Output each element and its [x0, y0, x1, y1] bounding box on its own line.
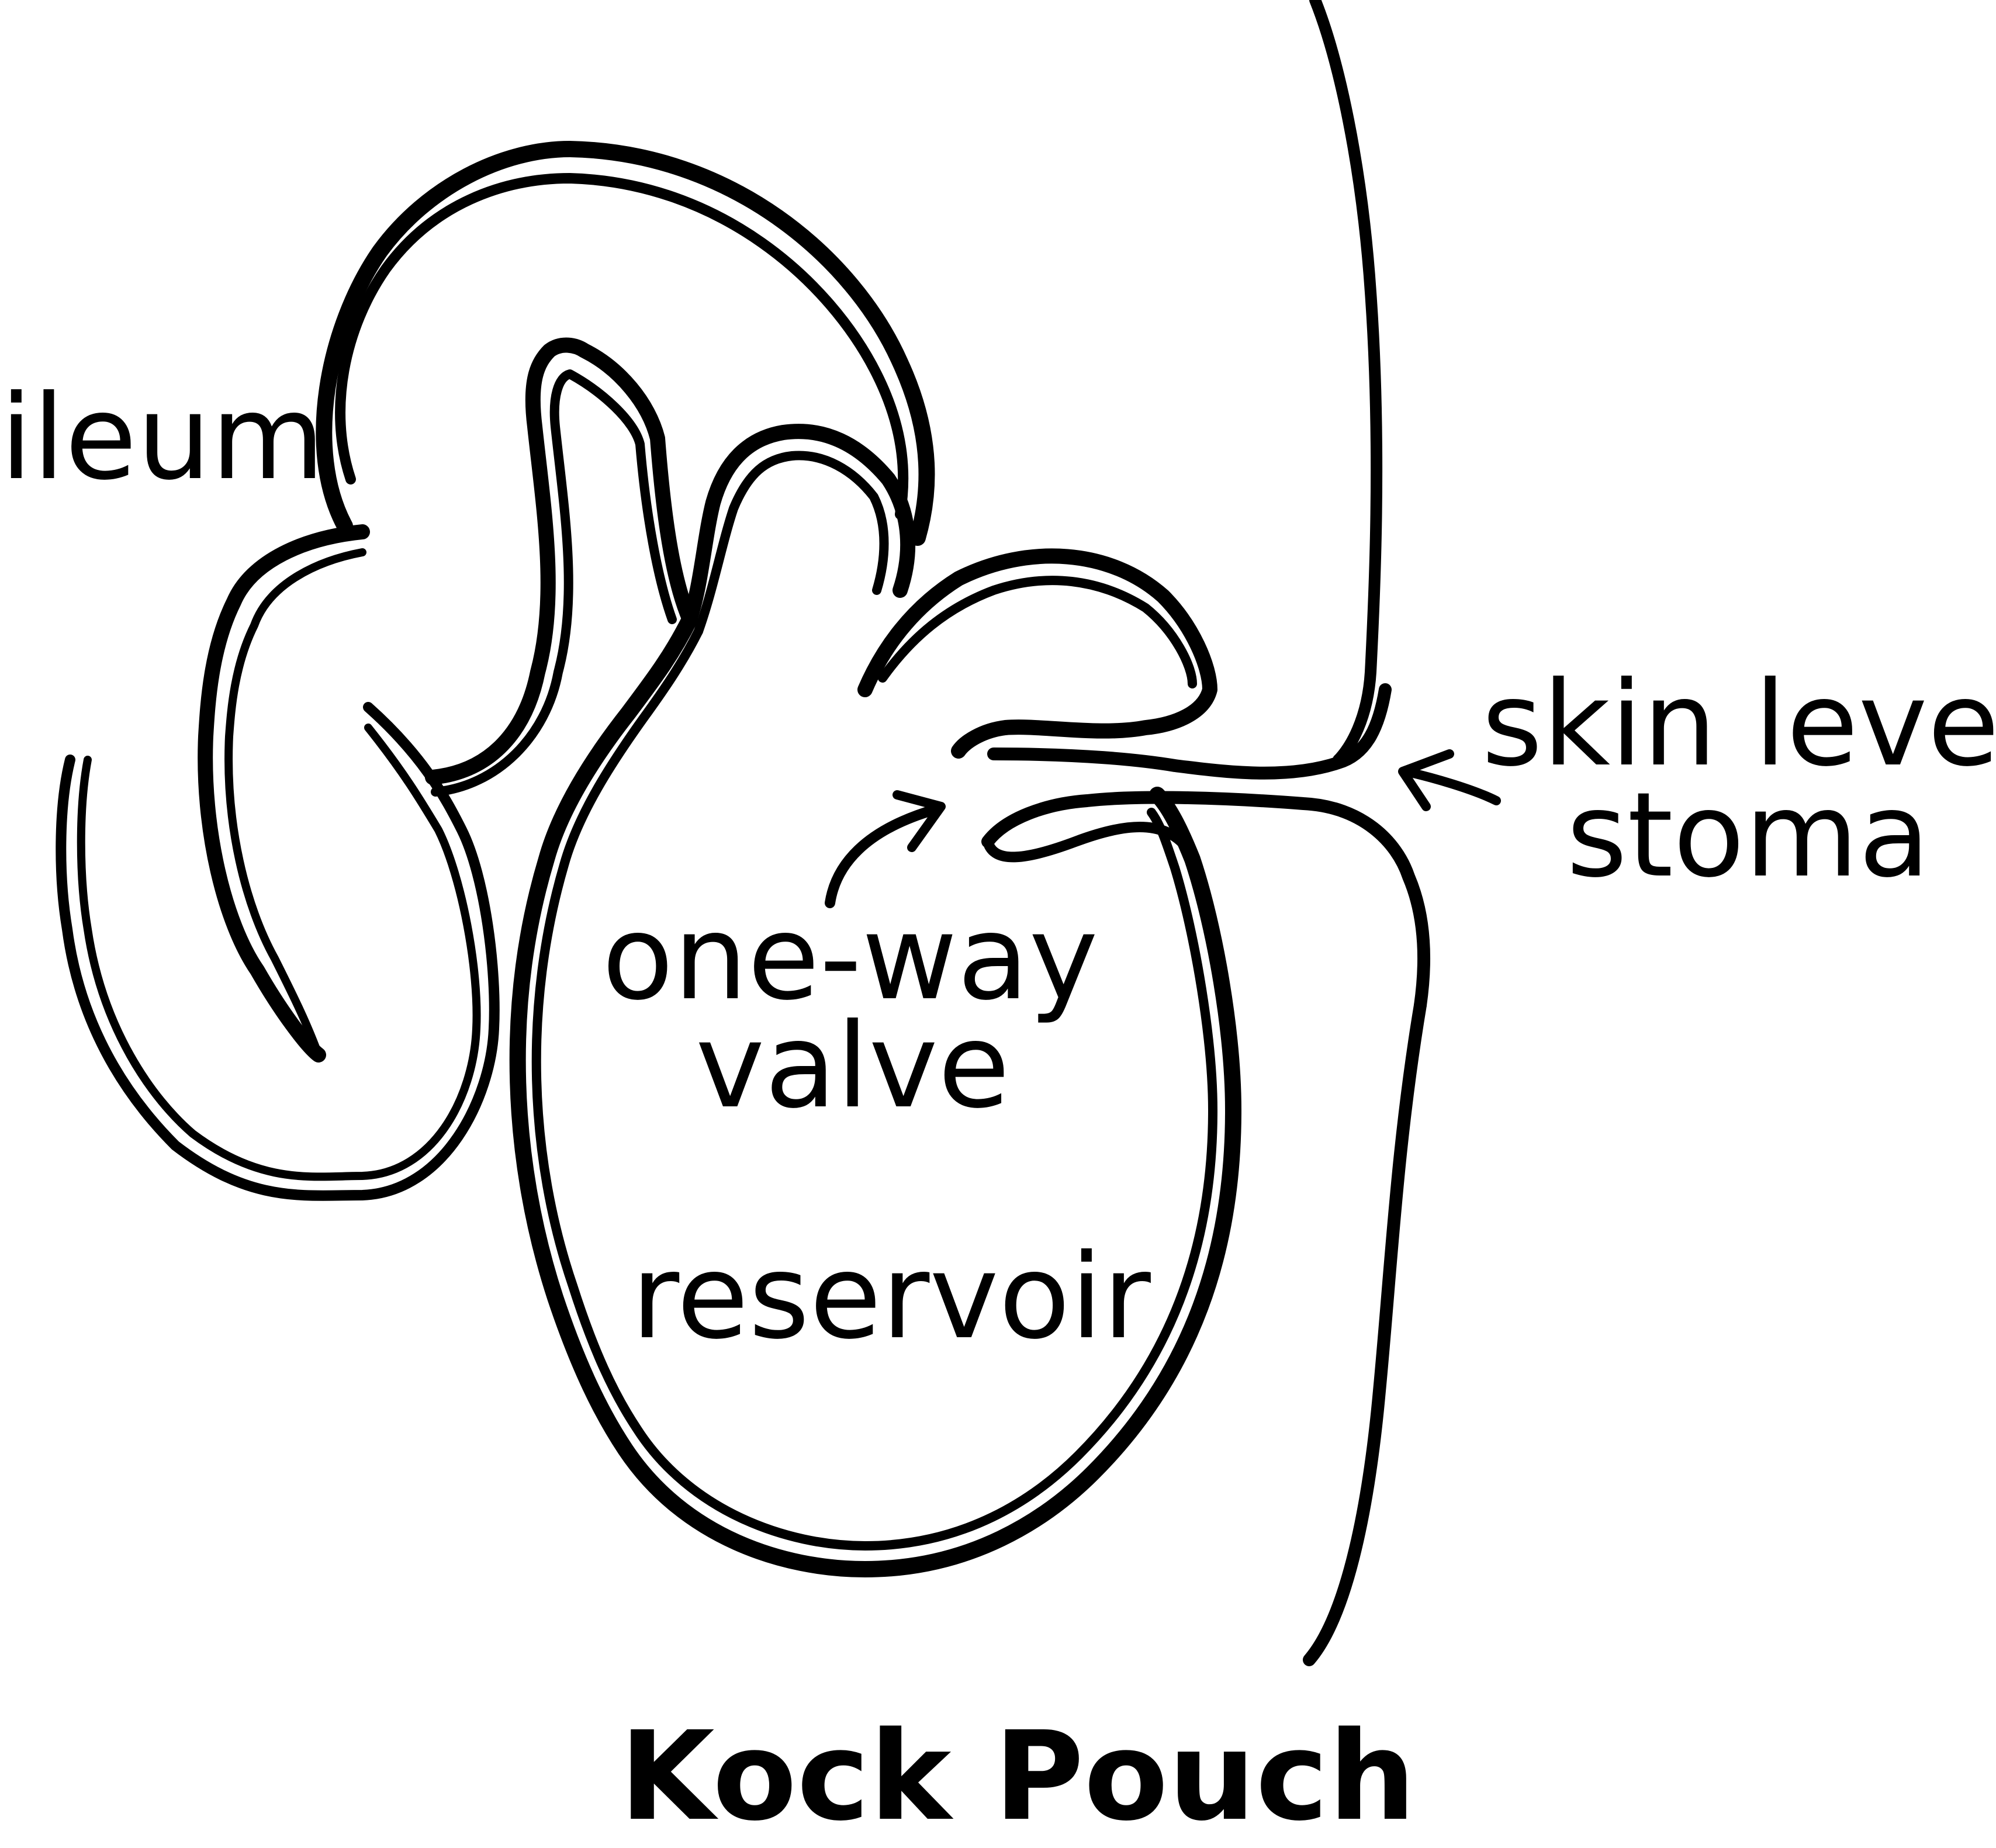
- reservoir-label: reservoir: [631, 1239, 1151, 1356]
- valve-label: valve: [696, 1008, 1010, 1125]
- ileum-outer-loop: [324, 149, 926, 538]
- stoma-label: stoma: [1566, 777, 1930, 894]
- diagram-title: Kock Pouch: [620, 1715, 1416, 1838]
- skin-line-lower: [1309, 1005, 1420, 1660]
- skin-level-label: skin level: [1482, 666, 1996, 783]
- skin-line: [1315, 0, 1376, 760]
- valve-arrow: [830, 809, 935, 903]
- ileum-inner-loop: [340, 178, 903, 514]
- ileum-left-lobe-inner: [229, 552, 362, 1055]
- ileum-label: ileum: [0, 380, 325, 497]
- valve-lower-flap: [988, 827, 1186, 857]
